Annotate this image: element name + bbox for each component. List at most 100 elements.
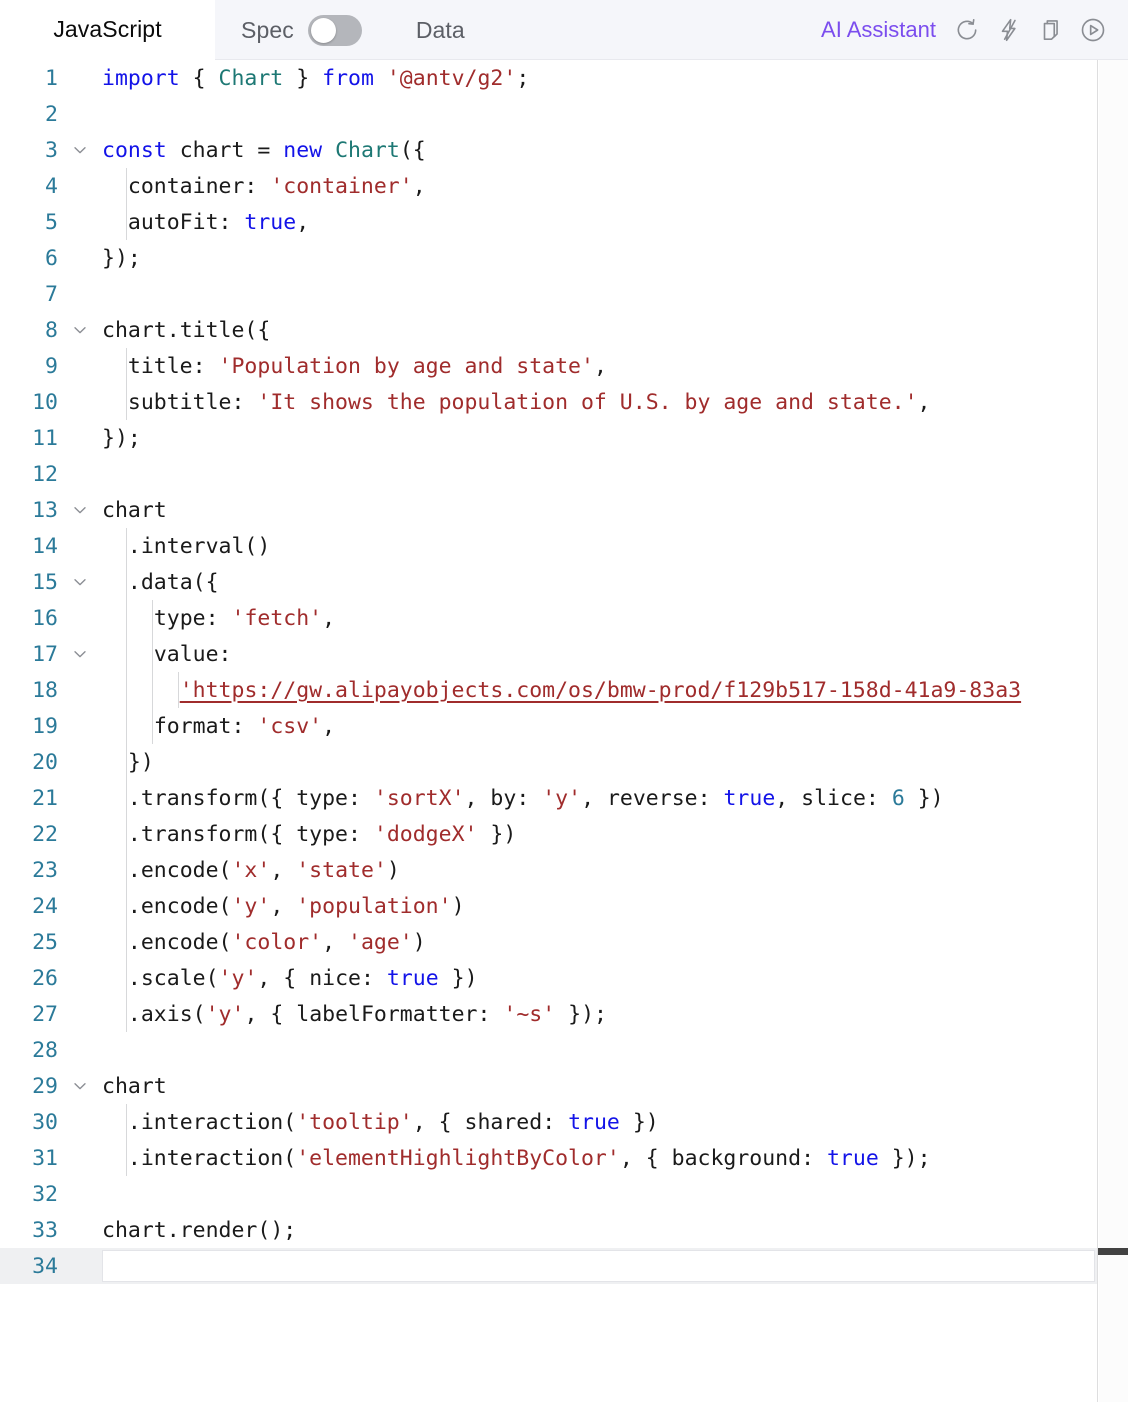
line-number: 29 [32, 1073, 58, 1099]
spec-toggle-switch[interactable] [307, 14, 362, 46]
code-text[interactable]: }); [102, 425, 141, 451]
code-text[interactable]: .encode('y', 'population') [127, 893, 465, 919]
code-line[interactable]: 8 chart.title({ [0, 312, 1097, 348]
refresh-button[interactable] [946, 0, 988, 60]
code-text[interactable]: autoFit: true, [127, 209, 310, 235]
code-text[interactable]: const chart = new Chart({ [102, 137, 426, 163]
code-line[interactable]: 34 [0, 1248, 1097, 1284]
tab-javascript[interactable]: JavaScript [0, 0, 215, 60]
fold-chevron-down-icon[interactable] [62, 321, 98, 339]
ai-assistant-button[interactable]: AI Assistant [811, 0, 946, 59]
code-line[interactable]: 19 format: 'csv', [0, 708, 1097, 744]
code-line[interactable]: 13 chart [0, 492, 1097, 528]
code-text[interactable]: subtitle: 'It shows the population of U.… [127, 389, 931, 415]
tab-spec[interactable]: Spec [215, 0, 376, 60]
line-number: 3 [45, 137, 58, 163]
code-line[interactable]: 4 container: 'container', [0, 168, 1097, 204]
code-text[interactable]: .interaction('elementHighlightByColor', … [127, 1145, 931, 1171]
code-line[interactable]: 32 [0, 1176, 1097, 1212]
code-line[interactable]: 30 .interaction('tooltip', { shared: tru… [0, 1104, 1097, 1140]
fold-chevron-down-icon[interactable] [62, 645, 98, 663]
code-text[interactable]: chart [102, 1073, 167, 1099]
code-line[interactable]: 14 .interval() [0, 528, 1097, 564]
copy-button[interactable] [1030, 0, 1072, 60]
code-line[interactable]: 24 .encode('y', 'population') [0, 888, 1097, 924]
code-text[interactable]: .scale('y', { nice: true }) [127, 965, 478, 991]
line-number: 5 [45, 209, 58, 235]
code-line[interactable]: 7 [0, 276, 1097, 312]
tab-data[interactable]: Data [376, 0, 491, 60]
line-number: 15 [32, 569, 58, 595]
copy-icon [1038, 17, 1064, 43]
code-line[interactable]: 2 [0, 96, 1097, 132]
code-line[interactable]: 21 .transform({ type: 'sortX', by: 'y', … [0, 780, 1097, 816]
code-line[interactable]: 15 .data({ [0, 564, 1097, 600]
line-number: 16 [32, 605, 58, 631]
code-line[interactable]: 5 autoFit: true, [0, 204, 1097, 240]
code-text[interactable]: type: 'fetch', [153, 605, 336, 631]
code-text[interactable]: .transform({ type: 'sortX', by: 'y', rev… [127, 785, 944, 811]
horizontal-scrollbar-thumb[interactable] [1098, 1248, 1128, 1255]
run-button[interactable] [1072, 0, 1114, 60]
code-text[interactable]: .axis('y', { labelFormatter: '~s' }); [127, 1001, 607, 1027]
code-text[interactable]: container: 'container', [127, 173, 426, 199]
code-line[interactable]: 31 .interaction('elementHighlightByColor… [0, 1140, 1097, 1176]
line-number: 25 [32, 929, 58, 955]
code-line[interactable]: 22 .transform({ type: 'dodgeX' }) [0, 816, 1097, 852]
code-text[interactable]: 'https://gw.alipayobjects.com/os/bmw-pro… [179, 677, 1022, 703]
tab-bar-spacer [491, 0, 811, 59]
code-text[interactable]: }) [127, 749, 154, 775]
line-number: 13 [32, 497, 58, 523]
code-text[interactable]: chart.render(); [102, 1217, 297, 1243]
lightning-icon [996, 17, 1022, 43]
code-line[interactable]: 12 [0, 456, 1097, 492]
code-line[interactable]: 18 'https://gw.alipayobjects.com/os/bmw-… [0, 672, 1097, 708]
line-number: 33 [32, 1217, 58, 1243]
code-text[interactable]: .interaction('tooltip', { shared: true }… [127, 1109, 659, 1135]
code-text[interactable]: }); [102, 245, 141, 271]
line-number: 26 [32, 965, 58, 991]
code-text[interactable]: .transform({ type: 'dodgeX' }) [127, 821, 517, 847]
code-line[interactable]: 25 .encode('color', 'age') [0, 924, 1097, 960]
line-number: 8 [45, 317, 58, 343]
lightning-button[interactable] [988, 0, 1030, 60]
line-number: 21 [32, 785, 58, 811]
code-text[interactable]: format: 'csv', [153, 713, 336, 739]
fold-chevron-down-icon[interactable] [62, 501, 98, 519]
code-line[interactable]: 6}); [0, 240, 1097, 276]
code-line[interactable]: 9 title: 'Population by age and state', [0, 348, 1097, 384]
code-text[interactable]: .interval() [127, 533, 271, 559]
fold-chevron-down-icon[interactable] [62, 573, 98, 591]
code-line[interactable]: 20 }) [0, 744, 1097, 780]
code-line[interactable]: 27 .axis('y', { labelFormatter: '~s' }); [0, 996, 1097, 1032]
code-text[interactable]: chart [102, 497, 167, 523]
code-text[interactable]: .encode('x', 'state') [127, 857, 400, 883]
code-text[interactable]: import { Chart } from '@antv/g2'; [102, 65, 530, 91]
tab-data-label: Data [415, 16, 465, 43]
code-line[interactable]: 11}); [0, 420, 1097, 456]
line-number: 14 [32, 533, 58, 559]
code-line[interactable]: 16 type: 'fetch', [0, 600, 1097, 636]
code-line[interactable]: 33 chart.render(); [0, 1212, 1097, 1248]
fold-chevron-down-icon[interactable] [62, 141, 98, 159]
code-line[interactable]: 23 .encode('x', 'state') [0, 852, 1097, 888]
line-number: 32 [32, 1181, 58, 1207]
code-text[interactable]: title: 'Population by age and state', [127, 353, 607, 379]
code-text[interactable]: .data({ [127, 569, 219, 595]
code-line[interactable]: 28 [0, 1032, 1097, 1068]
code-line[interactable]: 29 chart [0, 1068, 1097, 1104]
fold-chevron-down-icon[interactable] [62, 1077, 98, 1095]
line-number: 4 [45, 173, 58, 199]
code-line[interactable]: 3 const chart = new Chart({ [0, 132, 1097, 168]
line-number: 10 [32, 389, 58, 415]
code-text[interactable]: value: [153, 641, 232, 667]
code-line[interactable]: 26 .scale('y', { nice: true }) [0, 960, 1097, 996]
code-line[interactable]: 10 subtitle: 'It shows the population of… [0, 384, 1097, 420]
code-text[interactable]: chart.title({ [102, 317, 271, 343]
code-text[interactable]: .encode('color', 'age') [127, 929, 426, 955]
code-line[interactable]: 17 value: [0, 636, 1097, 672]
